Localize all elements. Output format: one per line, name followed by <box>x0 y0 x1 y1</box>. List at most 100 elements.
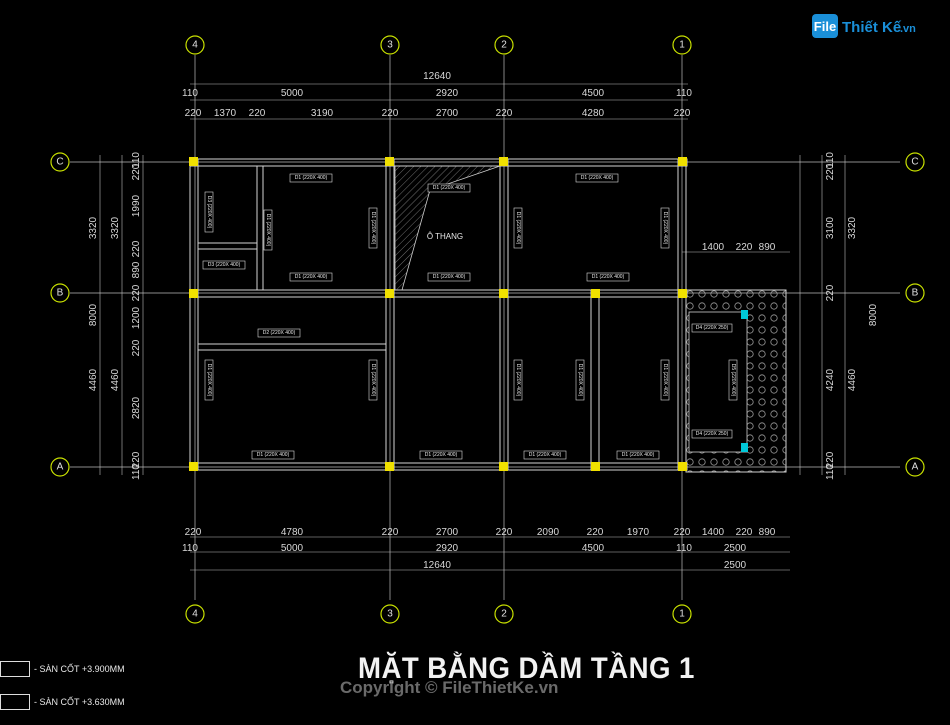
grid-bubble-1-bottom: 1 <box>672 604 692 624</box>
svg-text:220: 220 <box>825 284 836 301</box>
svg-text:1: 1 <box>679 609 685 620</box>
svg-text:D1 (220X 400): D1 (220X 400) <box>515 212 521 245</box>
svg-text:220: 220 <box>131 163 142 180</box>
svg-text:220: 220 <box>736 527 753 538</box>
svg-text:110: 110 <box>676 543 692 554</box>
vbeam-label-5: D1 (220X 400) <box>660 207 670 249</box>
right-extension-dims: 1400 220 890 <box>682 242 790 253</box>
svg-text:D1 (220X 400): D1 (220X 400) <box>433 185 466 191</box>
grid-bubble-b-left: B <box>50 283 70 303</box>
beam-label-d4a: D4 (220X 250) <box>691 323 733 333</box>
annex-cyan-column-bottom <box>741 443 748 452</box>
svg-text:8000: 8000 <box>88 303 99 326</box>
svg-text:2500: 2500 <box>724 543 747 554</box>
svg-text:1: 1 <box>679 40 685 51</box>
dim-bottom-total: 12640 <box>423 560 451 571</box>
svg-text:220: 220 <box>185 527 202 538</box>
grid-bubble-3-bottom: 3 <box>380 604 400 624</box>
beam-outlines <box>189 158 688 471</box>
svg-text:D1 (220X 400): D1 (220X 400) <box>622 452 655 458</box>
top-dimension-lines <box>190 83 688 120</box>
svg-text:2700: 2700 <box>436 527 459 538</box>
grid-bubble-c-right: C <box>905 152 925 172</box>
svg-text:4460: 4460 <box>110 368 121 391</box>
svg-text:D1 (220X 400): D1 (220X 400) <box>662 364 668 397</box>
svg-text:C: C <box>911 157 918 168</box>
svg-text:D3 (220X 400): D3 (220X 400) <box>208 262 241 268</box>
svg-text:3100: 3100 <box>825 216 836 239</box>
beam-label-a3: D1 (220X 400) <box>523 450 567 460</box>
svg-text:D5 (220X 400): D5 (220X 400) <box>730 364 736 397</box>
svg-text:D1 (220X 400): D1 (220X 400) <box>295 175 328 181</box>
svg-text:D1 (220X 400): D1 (220X 400) <box>581 175 614 181</box>
copyright-watermark: Copyright © FileThietKe.vn <box>340 678 559 697</box>
svg-text:1400: 1400 <box>702 242 725 253</box>
svg-text:220: 220 <box>131 240 142 257</box>
svg-text:3320: 3320 <box>88 216 99 239</box>
beam-label-d3: D3 (220X 400) <box>202 260 246 270</box>
svg-text:2090: 2090 <box>537 527 560 538</box>
vbeam-label-4: D1 (220X 400) <box>513 207 523 249</box>
grid-bubble-2-top: 2 <box>494 35 514 55</box>
svg-text:D3 (220X 400): D3 (220X 400) <box>206 196 212 229</box>
svg-text:2500: 2500 <box>724 560 747 571</box>
svg-text:B: B <box>57 288 64 299</box>
svg-text:3: 3 <box>387 40 393 51</box>
svg-text:220: 220 <box>825 163 836 180</box>
svg-text:D4 (220X 250): D4 (220X 250) <box>696 431 729 437</box>
svg-text:1400: 1400 <box>702 527 725 538</box>
bottom-dimension-lines <box>190 536 790 571</box>
svg-text:220: 220 <box>249 108 266 119</box>
beam-label-d2: D2 (220X 400) <box>257 328 301 338</box>
svg-text:2700: 2700 <box>436 108 459 119</box>
right-dimensions: 110 220 3100 220 4240 220 110 3320 8000 … <box>825 152 879 480</box>
svg-text:D1 (220X 400): D1 (220X 400) <box>577 364 583 397</box>
dim-top-total: 12640 <box>423 71 451 82</box>
svg-text:3320: 3320 <box>110 216 121 239</box>
svg-text:220: 220 <box>496 527 513 538</box>
logo-brand-c: .vn <box>900 23 916 35</box>
svg-text:3320: 3320 <box>847 216 858 239</box>
vbeam-label-6: D1 (220X 400) <box>204 359 214 401</box>
svg-text:110: 110 <box>676 88 692 99</box>
svg-text:D4 (220X 250): D4 (220X 250) <box>696 325 729 331</box>
svg-text:110: 110 <box>131 152 142 168</box>
svg-text:890: 890 <box>759 527 776 538</box>
vbeam-label-10: D1 (220X 400) <box>660 359 670 401</box>
svg-text:4780: 4780 <box>281 527 304 538</box>
beam-label-b2: D1 (220X 400) <box>427 272 471 282</box>
svg-text:8000: 8000 <box>868 303 879 326</box>
grid-bubble-4-top: 4 <box>185 35 205 55</box>
svg-text:4: 4 <box>192 609 198 620</box>
svg-text:220: 220 <box>382 108 399 119</box>
svg-text:4460: 4460 <box>847 368 858 391</box>
svg-text:220: 220 <box>131 451 142 468</box>
logo-brand-b: Thiết Kế <box>842 19 902 36</box>
grid-bubble-1-top: 1 <box>672 35 692 55</box>
svg-text:110: 110 <box>182 88 198 99</box>
svg-text:D1 (220X 400): D1 (220X 400) <box>370 212 376 245</box>
vbeam-label-9: D1 (220X 400) <box>575 359 585 401</box>
svg-text:220: 220 <box>825 451 836 468</box>
svg-text:D2 (220X 400): D2 (220X 400) <box>263 330 296 336</box>
beam-label-a4: D1 (220X 400) <box>616 450 660 460</box>
grid-bubble-a-right: A <box>905 457 925 477</box>
legend-item-3900: - SÀN CỐT +3.900MM <box>0 661 125 677</box>
svg-text:1990: 1990 <box>131 194 142 217</box>
top-dimensions: 12640 110 5000 2920 4500 110 220 1370 22… <box>182 71 692 119</box>
svg-text:A: A <box>57 462 64 473</box>
svg-text:4500: 4500 <box>582 543 605 554</box>
svg-text:220: 220 <box>131 284 142 301</box>
svg-text:2820: 2820 <box>131 396 142 419</box>
beam-label-c3: D1 (220X 400) <box>575 173 619 183</box>
svg-text:2: 2 <box>501 609 507 620</box>
svg-text:D1 (220X 400): D1 (220X 400) <box>257 452 290 458</box>
svg-text:110: 110 <box>182 543 198 554</box>
svg-text:5000: 5000 <box>281 543 304 554</box>
legend-swatch-3900 <box>0 661 30 677</box>
svg-text:4500: 4500 <box>582 88 605 99</box>
beam-label-b1: D1 (220X 400) <box>289 272 333 282</box>
bottom-dimensions: 220 4780 220 2700 220 2090 220 1970 220 … <box>182 527 776 571</box>
svg-text:3190: 3190 <box>311 108 334 119</box>
